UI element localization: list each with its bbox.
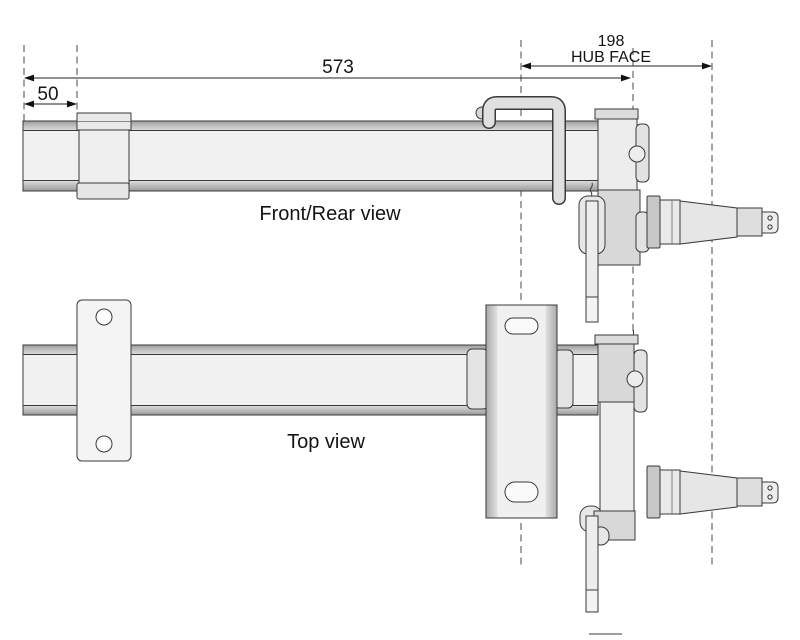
arrowhead-right bbox=[67, 100, 77, 108]
mounting-plate-left bbox=[76, 299, 132, 462]
bolt-hole bbox=[95, 435, 113, 453]
top-view-label: Top view bbox=[287, 431, 365, 453]
slot-hole-top bbox=[504, 317, 539, 335]
dim-end-offset-text: 50 bbox=[37, 84, 58, 105]
bolt-hole bbox=[95, 308, 113, 326]
spindle-top bbox=[646, 465, 779, 519]
damper-bracket bbox=[475, 96, 566, 205]
flange-cap bbox=[594, 108, 639, 120]
spindle-taper bbox=[679, 200, 738, 245]
arrowhead-left bbox=[24, 100, 34, 108]
spindle-journal bbox=[736, 207, 763, 237]
spindle-taper bbox=[679, 470, 738, 515]
spindle-front bbox=[646, 195, 779, 249]
front-rear-view-label: Front/Rear view bbox=[259, 203, 401, 225]
arrowhead-left bbox=[521, 62, 531, 70]
cotter-hole bbox=[767, 224, 773, 230]
mounting-clamp bbox=[76, 112, 132, 200]
plate-edge-left bbox=[486, 305, 498, 518]
lever-tip bbox=[585, 296, 599, 323]
drum-notch bbox=[626, 370, 644, 388]
spindle-square-end bbox=[761, 211, 779, 234]
spindle-square-end bbox=[761, 481, 779, 504]
lever-tip bbox=[585, 589, 599, 613]
arrowhead-right bbox=[621, 74, 631, 82]
beam-bottom-strip bbox=[22, 405, 599, 416]
spindle-collar bbox=[646, 195, 661, 249]
arrowhead-right bbox=[702, 62, 712, 70]
dimension-overall-length: 573 bbox=[24, 57, 631, 82]
spindle-shoulder bbox=[659, 469, 681, 515]
flange-plate-lower bbox=[599, 401, 635, 513]
plate-edge-right bbox=[545, 305, 557, 518]
clamp-body bbox=[78, 129, 130, 185]
spindle-collar bbox=[646, 465, 661, 519]
lever-arm bbox=[585, 200, 599, 298]
flange-cap bbox=[594, 334, 639, 345]
drum-notch bbox=[628, 145, 646, 163]
brake-lever-front bbox=[578, 182, 606, 323]
brake-lever-top bbox=[579, 505, 636, 635]
flange-block bbox=[597, 343, 635, 403]
mounting-plate-center bbox=[485, 304, 558, 519]
dimension-hub-face: 198 HUB FACE bbox=[521, 33, 712, 70]
slot-hole-bottom bbox=[504, 481, 539, 503]
clamp-bottom-plate bbox=[76, 182, 130, 200]
spindle-journal bbox=[736, 477, 763, 507]
lever-arm bbox=[585, 515, 599, 591]
brake-flange-top bbox=[594, 330, 648, 513]
cotter-hole bbox=[767, 494, 773, 500]
top-view: Top view bbox=[22, 299, 779, 635]
seat-tab-left bbox=[466, 348, 489, 410]
dim-overall-length-text: 573 bbox=[322, 57, 354, 78]
dim-hub-face-label-text: HUB FACE bbox=[571, 49, 651, 66]
dimension-end-offset: 50 bbox=[24, 84, 77, 108]
dim-hub-face-value-text: 198 bbox=[598, 33, 625, 50]
cotter-hole bbox=[767, 485, 773, 491]
front-rear-view: Front/Rear view bbox=[22, 96, 779, 323]
spindle-shoulder bbox=[659, 199, 681, 245]
arrowhead-left bbox=[24, 74, 34, 82]
cotter-hole bbox=[767, 215, 773, 221]
